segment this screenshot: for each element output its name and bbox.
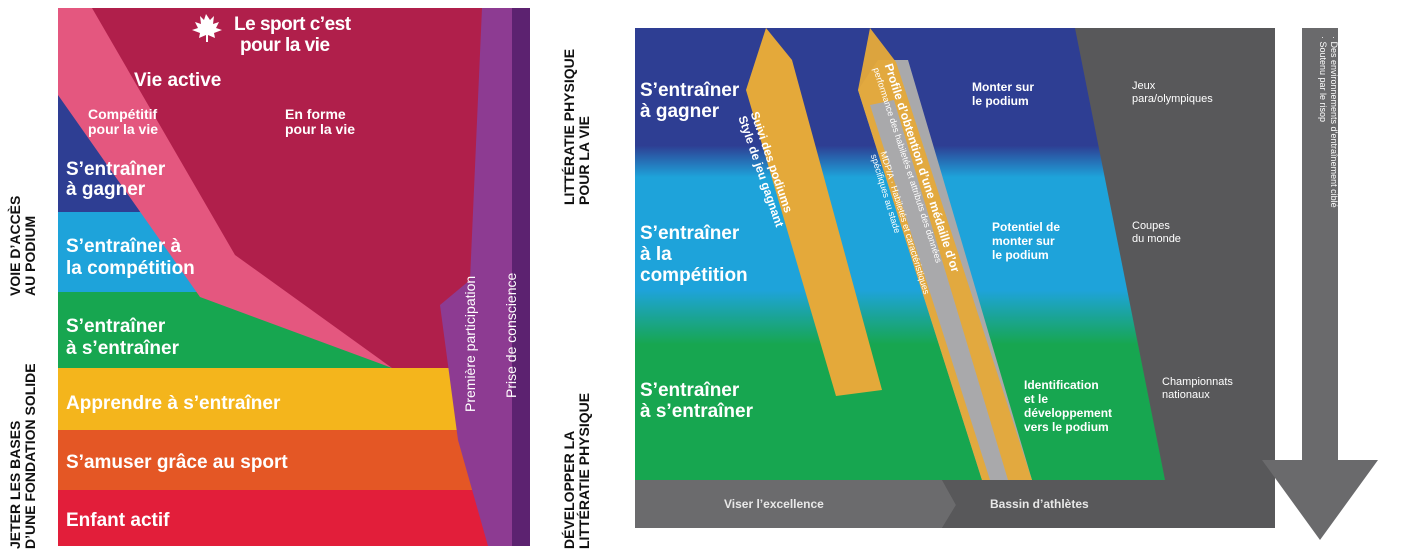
stage-active-start-band-fun: [58, 430, 478, 490]
awareness-band: [512, 8, 530, 546]
first-participation-label: Première participation: [462, 275, 478, 412]
stage-learn-to-train-band: [58, 368, 458, 430]
skills-overlay: [870, 100, 1008, 480]
arrow-notes: · Mené au niveau national · Des environn…: [1318, 36, 1350, 208]
podium-tracking-arrow: [746, 28, 882, 396]
first-participation-band: [440, 8, 512, 546]
awareness-label: Prise de conscience: [503, 272, 519, 398]
stage-train-to-compete-band: [58, 212, 198, 292]
stage-learn-to-train-label: Apprendre à s’entraîner: [66, 393, 281, 414]
pink-band: [58, 8, 392, 368]
stage-active-start-band: [58, 490, 488, 546]
brand-title: Le sport c’est pour la vie: [234, 14, 351, 56]
athlete-pool-label: Bassin d’athlètes: [990, 497, 1089, 511]
stage-fun-through-sport-label: S’amuser grâce au sport: [66, 452, 288, 473]
maple-leaf-icon: [192, 14, 222, 42]
athlete-pool-bar: [942, 480, 1175, 528]
excellence-bar: [635, 480, 956, 528]
right-diagram-shapes: [635, 28, 1378, 540]
national-support-arrow: [1262, 28, 1378, 540]
active-life-label: Vie active: [134, 70, 222, 91]
left-diagram-shapes: [58, 8, 530, 546]
stage-active-start-label: Enfant actif: [66, 510, 170, 531]
stage-train-to-train-band: [58, 292, 392, 368]
excellence-label: Viser l’excellence: [724, 497, 824, 511]
